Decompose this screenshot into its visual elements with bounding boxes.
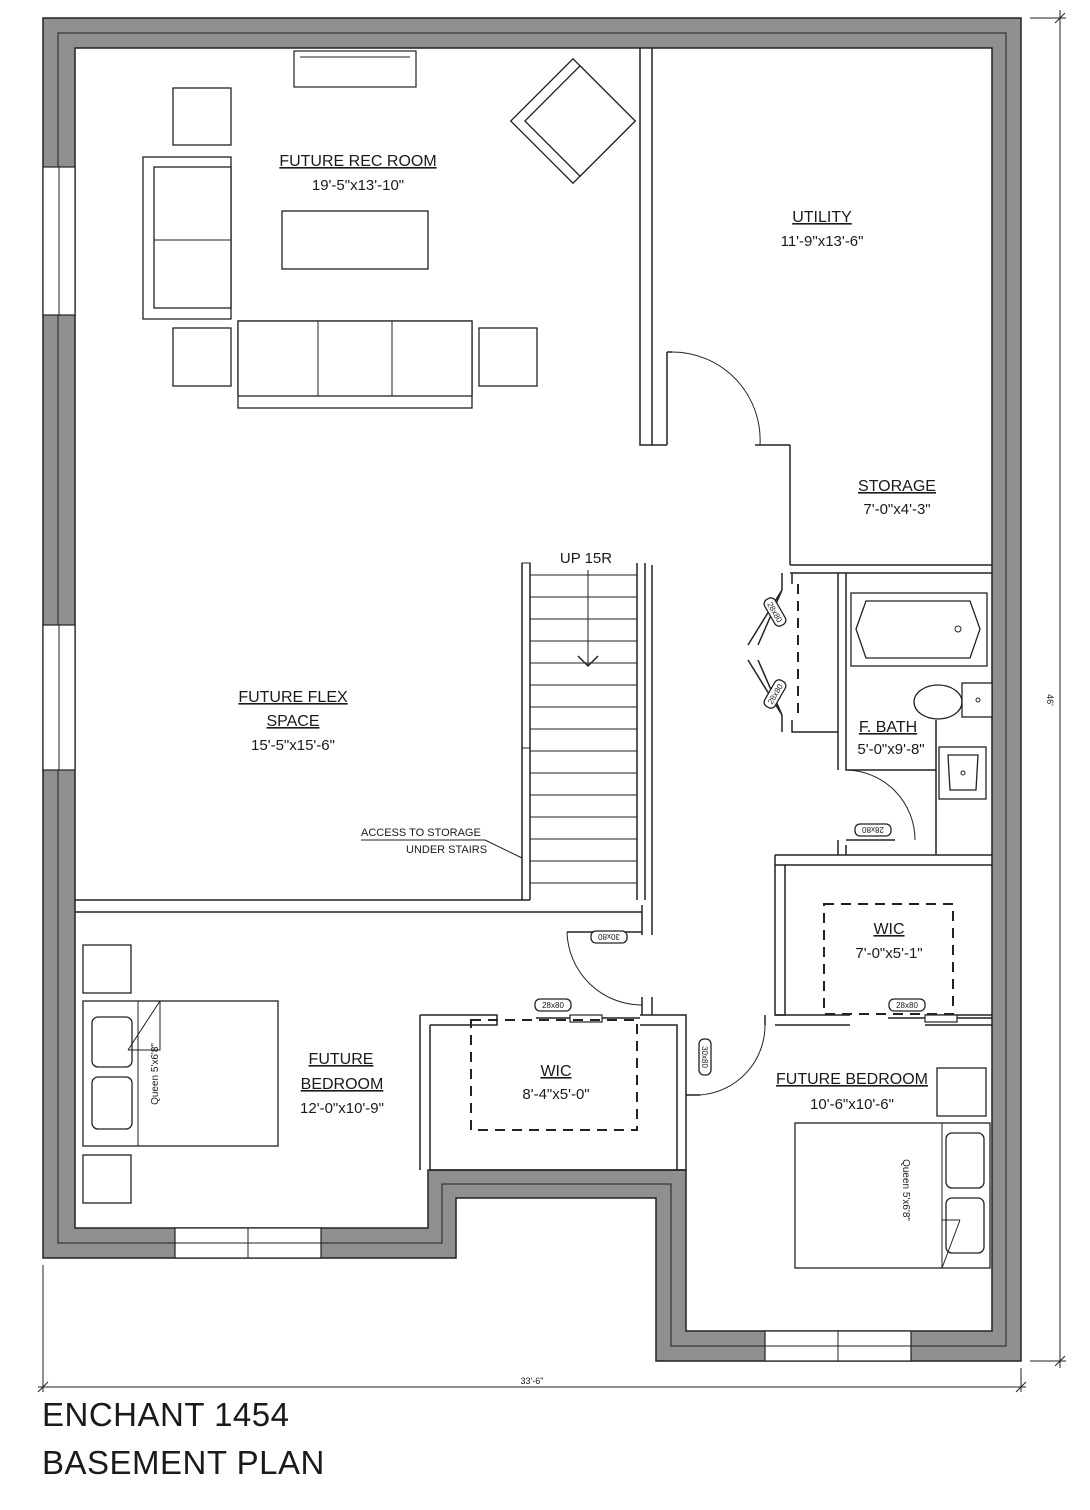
wic-left-outline	[470, 1019, 638, 1131]
room-label-utility: UTILITY 11'-9"x13'-6"	[781, 209, 864, 250]
svg-text:5'-0"x9'-8": 5'-0"x9'-8"	[857, 741, 924, 758]
window-left-lower	[42, 624, 76, 771]
plan-subtitle: BASEMENT PLAN	[42, 1444, 325, 1481]
svg-text:12'-0"x10'-9": 12'-0"x10'-9"	[300, 1100, 384, 1117]
svg-text:UTILITY: UTILITY	[792, 209, 852, 226]
window-bedroom-right	[764, 1330, 912, 1362]
room-label-wic-left: WIC 8'-4"x5'-0"	[522, 1063, 589, 1103]
bed-right: Queen 5'x6'8"	[794, 1067, 991, 1269]
door-storage-lower[interactable]	[747, 659, 783, 716]
room-label-bedroom-left: FUTURE BEDROOM 12'-0"x10'-9"	[300, 1051, 384, 1117]
svg-text:WIC: WIC	[540, 1063, 571, 1080]
svg-text:STORAGE: STORAGE	[858, 478, 936, 495]
door-bedroom-right[interactable]	[686, 1024, 766, 1096]
svg-text:46': 46'	[1045, 694, 1055, 706]
svg-text:28x80: 28x80	[896, 1001, 918, 1010]
rec-room-furniture	[142, 57, 637, 409]
svg-text:28x80: 28x80	[542, 1001, 564, 1010]
access-note: ACCESS TO STORAGE UNDER STAIRS	[361, 827, 523, 859]
svg-text:10'-6"x10'-6": 10'-6"x10'-6"	[810, 1096, 894, 1113]
svg-text:ACCESS TO STORAGE: ACCESS TO STORAGE	[361, 827, 481, 839]
svg-text:30x80: 30x80	[598, 932, 620, 941]
room-label-bedroom-right: FUTURE BEDROOM 10'-6"x10'-6"	[776, 1071, 928, 1113]
room-label-bath: F. BATH 5'-0"x9'-8"	[857, 719, 924, 758]
stairs-label: UP 15R	[560, 550, 612, 567]
svg-text:WIC: WIC	[873, 921, 904, 938]
door-wic-right[interactable]	[888, 1014, 992, 1023]
svg-text:UNDER STAIRS: UNDER STAIRS	[406, 844, 487, 856]
door-wic-left[interactable]	[536, 1014, 640, 1023]
window-rec-room-top	[293, 50, 417, 88]
svg-text:30x80: 30x80	[700, 1046, 709, 1068]
dimension-width: 33'-6"	[37, 1265, 1027, 1393]
svg-text:11'-9"x13'-6": 11'-9"x13'-6"	[781, 233, 864, 250]
svg-text:FUTURE FLEX: FUTURE FLEX	[238, 689, 348, 706]
dimension-depth: 46'	[1030, 10, 1066, 1368]
svg-text:BEDROOM: BEDROOM	[301, 1076, 384, 1093]
svg-text:Queen 5'x6'8": Queen 5'x6'8"	[150, 1043, 161, 1105]
svg-text:19'-5"x13'-10": 19'-5"x13'-10"	[312, 177, 404, 194]
svg-text:Queen 5'x6'8": Queen 5'x6'8"	[900, 1159, 911, 1221]
door-utility[interactable]	[667, 351, 761, 446]
door-bath[interactable]	[845, 769, 916, 841]
room-label-storage: STORAGE 7'-0"x4'-3"	[858, 478, 936, 518]
room-label-rec-room: FUTURE REC ROOM 19'-5"x13'-10"	[279, 153, 436, 194]
svg-text:8'-4"x5'-0": 8'-4"x5'-0"	[522, 1086, 589, 1103]
stairs: UP 15R	[521, 550, 646, 900]
svg-text:F. BATH: F. BATH	[859, 719, 917, 736]
svg-text:FUTURE: FUTURE	[309, 1051, 374, 1068]
bath-fixtures	[850, 592, 993, 800]
window-left-upper	[42, 166, 76, 316]
room-label-wic-right: WIC 7'-0"x5'-1"	[855, 921, 922, 962]
svg-text:7'-0"x5'-1": 7'-0"x5'-1"	[855, 945, 922, 962]
room-label-flex-space: FUTURE FLEX SPACE 15'-5"x15'-6"	[238, 689, 348, 754]
svg-text:FUTURE BEDROOM: FUTURE BEDROOM	[776, 1071, 928, 1088]
door-tags: 28x80 28x80 28x80 30x80 28x80 28x80 30x8…	[534, 597, 926, 1076]
window-bedroom-left	[174, 1227, 322, 1259]
svg-text:FUTURE REC ROOM: FUTURE REC ROOM	[279, 153, 436, 170]
plan-title: ENCHANT 1454	[42, 1396, 290, 1433]
svg-text:28x80: 28x80	[862, 825, 884, 834]
svg-text:SPACE: SPACE	[266, 713, 319, 730]
svg-text:33'-6": 33'-6"	[521, 1376, 544, 1386]
bed-left: Queen 5'x6'8"	[82, 944, 279, 1204]
svg-text:15'-5"x15'-6": 15'-5"x15'-6"	[251, 737, 335, 754]
door-storage-upper[interactable]	[747, 584, 799, 720]
svg-text:7'-0"x4'-3": 7'-0"x4'-3"	[863, 501, 930, 518]
